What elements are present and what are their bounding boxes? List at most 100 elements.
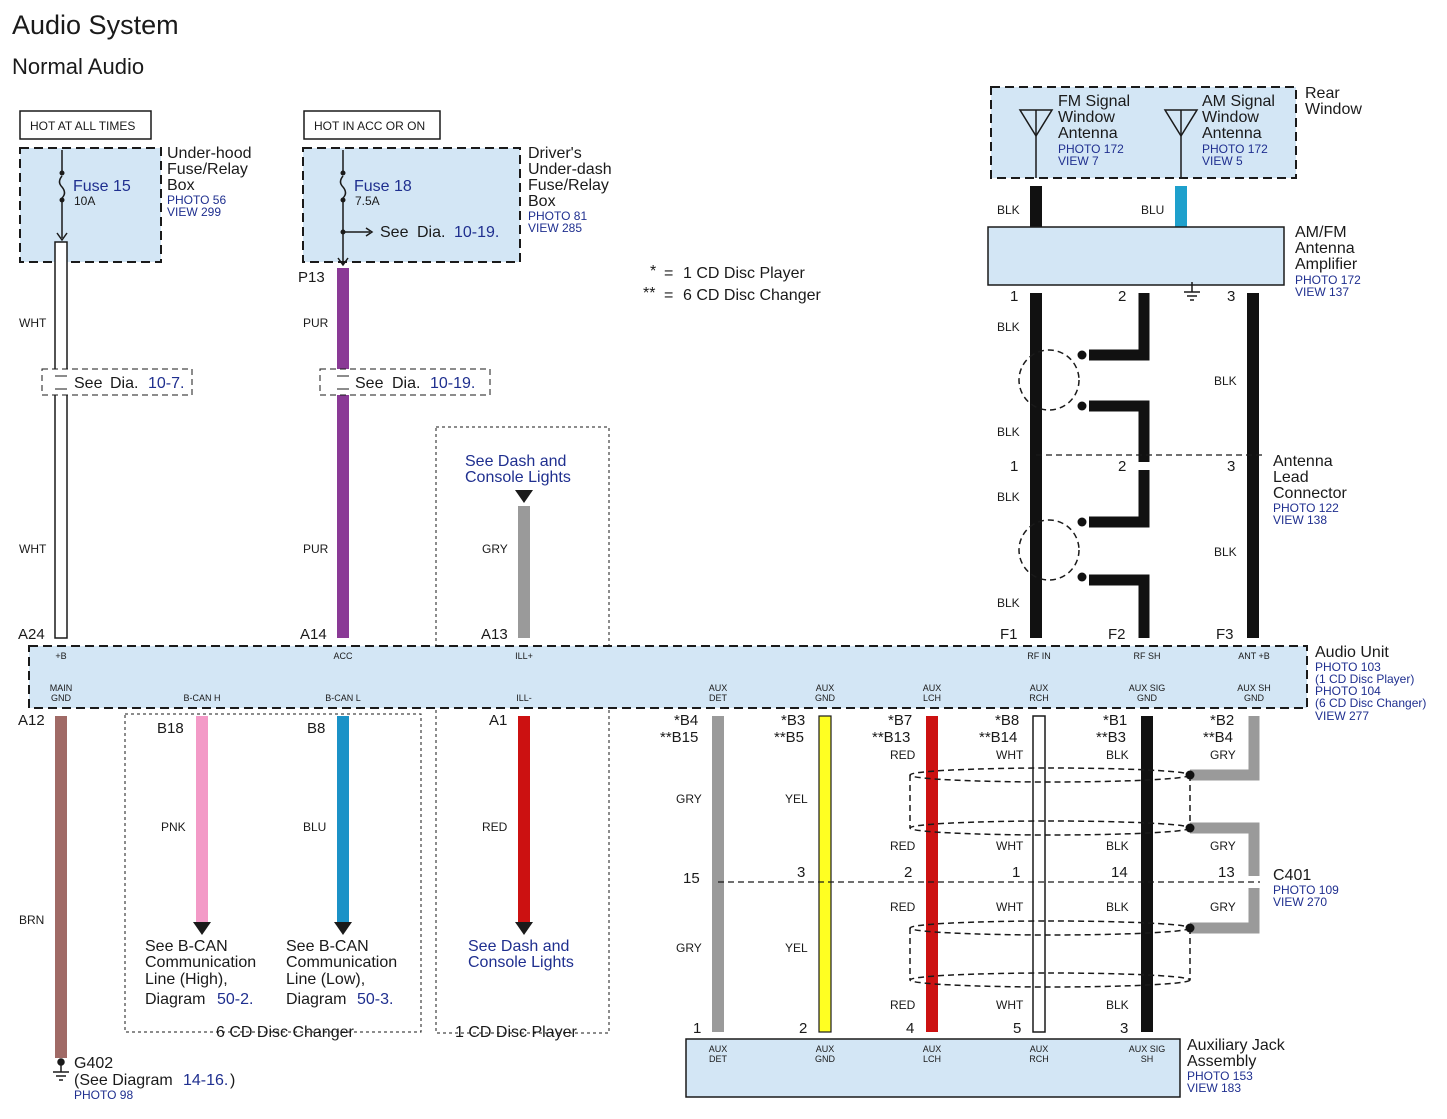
svg-text:BLU: BLU	[1141, 203, 1164, 217]
svg-text:RF SH: RF SH	[1134, 651, 1161, 661]
svg-text:Assembly: Assembly	[1187, 1053, 1256, 1070]
svg-text:F2: F2	[1108, 626, 1126, 643]
see-dia-10-7	[41, 368, 193, 396]
svg-text:WHT: WHT	[19, 316, 47, 330]
svg-text:**B14: **B14	[979, 729, 1017, 746]
svg-text:Amplifier: Amplifier	[1295, 256, 1358, 273]
svg-text:Antenna: Antenna	[1295, 240, 1355, 257]
svg-text:PHOTO 56: PHOTO 56	[167, 193, 226, 207]
wire-red-ill	[518, 716, 530, 922]
svg-text:WHT: WHT	[996, 748, 1024, 762]
wire-shield	[1089, 293, 1150, 361]
svg-text:): )	[230, 1072, 235, 1089]
svg-text:HOT AT ALL TIMES: HOT AT ALL TIMES	[30, 119, 135, 133]
svg-text:Under-hood: Under-hood	[167, 145, 252, 162]
svg-text:GRY: GRY	[482, 542, 508, 556]
svg-text:B18: B18	[157, 720, 184, 737]
svg-text:DET: DET	[709, 693, 728, 703]
svg-text:Communication: Communication	[145, 954, 256, 971]
svg-text:1: 1	[1010, 288, 1018, 305]
svg-text:Antenna: Antenna	[1273, 453, 1333, 470]
svg-text:7.5A: 7.5A	[355, 194, 380, 208]
svg-text:AUX: AUX	[816, 1044, 835, 1054]
changer-group-label: 6 CD Disc Changer	[216, 1024, 355, 1041]
svg-text:1: 1	[693, 1020, 701, 1037]
svg-text:A1: A1	[489, 712, 507, 729]
svg-text:VIEW 270: VIEW 270	[1273, 895, 1327, 909]
svg-text:(6 CD Disc Changer): (6 CD Disc Changer)	[1315, 696, 1426, 710]
svg-text:BLK: BLK	[997, 490, 1020, 504]
svg-text:(See Diagram: (See Diagram	[74, 1072, 173, 1089]
svg-text:Lead: Lead	[1273, 469, 1309, 486]
svg-text:PHOTO 104: PHOTO 104	[1315, 684, 1381, 698]
svg-text:Console Lights: Console Lights	[468, 954, 574, 971]
shield-ring	[1018, 519, 1080, 581]
svg-text:13: 13	[1218, 864, 1235, 881]
svg-text:4: 4	[906, 1020, 914, 1037]
svg-text:VIEW 5: VIEW 5	[1202, 154, 1243, 168]
svg-text:WHT: WHT	[996, 998, 1024, 1012]
svg-text:Diagram: Diagram	[145, 991, 205, 1008]
svg-text:15: 15	[683, 870, 700, 887]
svg-text:GND: GND	[51, 693, 72, 703]
wire-gry-ill	[518, 506, 530, 638]
svg-text:RCH: RCH	[1029, 693, 1049, 703]
page-title: Audio System	[12, 10, 179, 40]
svg-text:F1: F1	[1000, 626, 1018, 643]
svg-text:3: 3	[797, 864, 805, 881]
svg-text:Window: Window	[1202, 109, 1259, 126]
svg-text:GND: GND	[815, 1054, 836, 1064]
svg-text:Under-dash: Under-dash	[528, 161, 612, 178]
svg-text:RCH: RCH	[1029, 1054, 1049, 1064]
svg-text:VIEW 277: VIEW 277	[1315, 709, 1369, 723]
svg-text:YEL: YEL	[785, 941, 808, 955]
svg-text:AUX SIG: AUX SIG	[1129, 683, 1166, 693]
svg-text:**B13: **B13	[872, 729, 910, 746]
svg-text:Line (High),: Line (High),	[145, 971, 228, 988]
svg-text:PHOTO 122: PHOTO 122	[1273, 501, 1339, 515]
svg-text:GRY: GRY	[1210, 748, 1236, 762]
svg-text:Connector: Connector	[1273, 485, 1347, 502]
arrow-icon	[515, 490, 533, 503]
svg-text:**B4: **B4	[1203, 729, 1233, 746]
svg-text:YEL: YEL	[785, 792, 808, 806]
wire-pnk	[196, 716, 208, 922]
svg-text:SH: SH	[1141, 1054, 1154, 1064]
svg-text:AUX: AUX	[816, 683, 835, 693]
audio-unit-top-pin-labels: +B ACC ILL+ RF IN RF SH ANT +B	[55, 651, 1269, 661]
aux-jack-pin-labels: AUX DET AUX GND AUX LCH AUX RCH AUX SIG …	[709, 1044, 1166, 1064]
wire-yel-aux-gnd	[818, 715, 832, 1033]
svg-text:A24: A24	[18, 626, 45, 643]
svg-text:AM Signal: AM Signal	[1202, 93, 1275, 110]
legend: * = 1 CD Disc Player ** = 6 CD Disc Chan…	[643, 263, 822, 304]
svg-text:PUR: PUR	[303, 316, 329, 330]
svg-text:*B8: *B8	[995, 712, 1019, 729]
svg-text:VIEW 183: VIEW 183	[1187, 1081, 1241, 1095]
svg-text:VIEW 138: VIEW 138	[1273, 513, 1327, 527]
svg-text:See Dash and: See Dash and	[465, 453, 566, 470]
svg-text:RED: RED	[890, 998, 916, 1012]
page-subtitle: Normal Audio	[12, 54, 144, 79]
svg-text:PHOTO 103: PHOTO 103	[1315, 660, 1381, 674]
hot-at-all-times-label	[19, 110, 152, 140]
see-dia-10-19	[319, 368, 491, 396]
wire-shield	[1089, 400, 1150, 462]
svg-text:Line (Low),: Line (Low),	[286, 971, 365, 988]
svg-text:14-16.: 14-16.	[183, 1072, 228, 1089]
svg-text:VIEW 7: VIEW 7	[1058, 154, 1099, 168]
svg-text:ILL+: ILL+	[515, 651, 533, 661]
arrow-icon	[193, 922, 211, 935]
svg-text:**: **	[643, 285, 655, 302]
svg-text:Communication: Communication	[286, 954, 397, 971]
svg-text:AUX: AUX	[1030, 683, 1049, 693]
svg-text:14: 14	[1111, 864, 1128, 881]
svg-text:GND: GND	[1244, 693, 1265, 703]
svg-text:Rear: Rear	[1305, 85, 1340, 102]
aux-jack-pin-numbers: 1 2 4 5 3	[693, 1020, 1128, 1037]
svg-text:ACC: ACC	[333, 651, 353, 661]
svg-text:50-2.: 50-2.	[217, 991, 253, 1008]
svg-text:50-3.: 50-3.	[357, 991, 393, 1008]
svg-text:A13: A13	[481, 626, 508, 643]
wire-red-aux-lch	[926, 716, 938, 1032]
audio-unit	[28, 645, 1308, 709]
